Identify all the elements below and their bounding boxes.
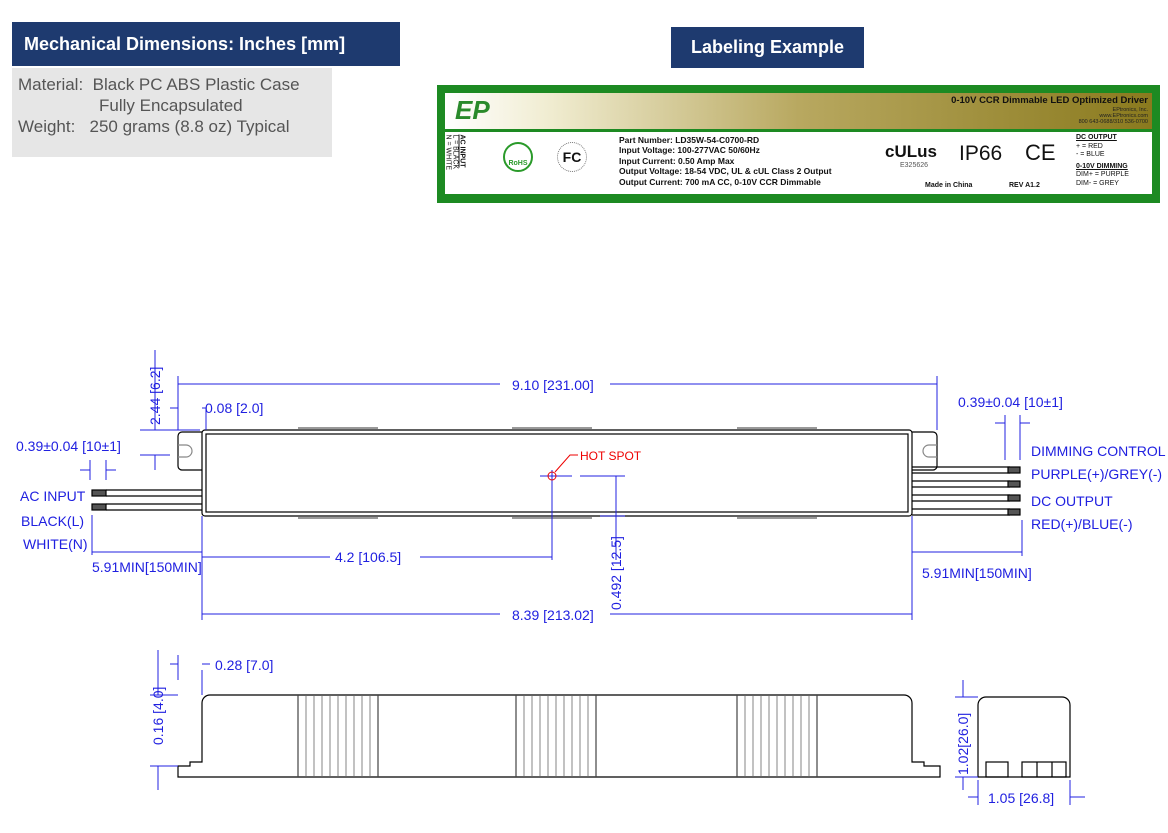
top-view	[91, 427, 1021, 519]
labeling-example-header: Labeling Example	[671, 27, 864, 68]
input-current: Input Current: 0.50 Amp Max	[619, 155, 735, 166]
dim-minus: DIM- = GREY	[1076, 179, 1119, 187]
dim-overall: 9.10 [231.00]	[512, 377, 594, 393]
side-view	[177, 694, 941, 778]
made-in: Made in China	[925, 182, 973, 189]
label-band: EP 0-10V CCR Dimmable LED Optimized Driv…	[445, 93, 1152, 129]
dim-wire-left: 5.91MIN[150MIN]	[92, 559, 202, 575]
dc-output-label: DC OUTPUT	[1076, 134, 1117, 141]
black-wire-label: BLACK(L)	[21, 513, 84, 529]
end-view	[977, 696, 1071, 778]
dimming-control-label: DIMMING CONTROL	[1031, 443, 1166, 459]
dc-minus: - = BLUE	[1076, 151, 1105, 158]
ip-rating: IP66	[959, 142, 1003, 165]
dc-colors-label: RED(+)/BLUE(-)	[1031, 516, 1133, 532]
output-current: Output Current: 700 mA CC, 0-10V CCR Dim…	[619, 176, 821, 187]
ac-input-label: AC INPUT	[20, 488, 86, 504]
website: www.EPtronics.com	[1099, 113, 1148, 119]
label-title: 0-10V CCR Dimmable LED Optimized Driver	[951, 95, 1148, 106]
ul-mark: cULus	[885, 142, 937, 161]
dim-side-tab: 0.28 [7.0]	[215, 657, 273, 673]
material-value-2: Fully Encapsulated	[99, 96, 243, 115]
weight-label: Weight:	[18, 117, 76, 136]
dim-wire-right: 5.91MIN[150MIN]	[922, 565, 1032, 581]
dimming-colors-label: PURPLE(+)/GREY(-)	[1031, 466, 1162, 482]
label-body: AC INPUT L = BLACK N = WHITE RoHS FC Par…	[445, 132, 1152, 194]
material-value: Black PC ABS Plastic Case	[92, 75, 300, 94]
dim-slot-w-right: 0.39±0.04 [10±1]	[958, 394, 1063, 410]
dim-end-h: 1.02[26.0]	[955, 713, 971, 775]
part-number: Part Number: LD35W-54-C0700-RD	[619, 135, 760, 145]
product-label: EP 0-10V CCR Dimmable LED Optimized Driv…	[437, 85, 1160, 203]
dim-slot-w-left: 0.39±0.04 [10±1]	[16, 438, 121, 454]
hot-spot-label: HOT SPOT	[580, 449, 642, 463]
dc-plus: + = RED	[1076, 142, 1103, 150]
dim-tab: 0.08 [2.0]	[205, 400, 263, 416]
output-voltage: Output Voltage: 18-54 VDC, UL & cUL Clas…	[619, 166, 832, 177]
dim-slot-h: 2.44 [6.2]	[147, 367, 163, 425]
material-label: Material:	[18, 75, 84, 94]
ce-mark: CE	[1025, 140, 1056, 165]
ep-logo: EP	[455, 95, 490, 125]
dim-body: 8.39 [213.02]	[512, 607, 594, 623]
dim-hot-x: 4.2 [106.5]	[335, 549, 401, 565]
fcc-icon: FC	[557, 142, 587, 172]
revision: REV A1.2	[1009, 182, 1040, 189]
ul-file: E325626	[900, 162, 929, 169]
dim-end-w: 1.05 [26.8]	[988, 790, 1054, 806]
dim-plus: DIM+ = PURPLE	[1076, 171, 1129, 178]
white-wire-label: WHITE(N)	[23, 536, 88, 552]
weight-value: 250 grams (8.8 oz) Typical	[89, 117, 290, 136]
company: EPtronics, Inc.	[1112, 107, 1148, 113]
dc-output-label: DC OUTPUT	[1031, 493, 1113, 509]
hot-spot-marker	[547, 454, 578, 481]
mechanical-dimensions-header: Mechanical Dimensions: Inches [mm]	[12, 22, 400, 66]
dim-hot-y: 0.492 [12.5]	[608, 536, 624, 610]
dimming-label: 0-10V DIMMING	[1076, 162, 1128, 170]
phone: 800 643-0688/310 536-0700	[1078, 119, 1148, 125]
rohs-icon: RoHS	[503, 142, 533, 172]
input-voltage: Input Voltage: 100-277VAC 50/60Hz	[619, 145, 760, 156]
dim-side-h: 0.16 [4.0]	[150, 687, 166, 745]
spec-box: Material: Black PC ABS Plastic Case Full…	[12, 68, 332, 157]
dimension-lines	[80, 350, 1085, 805]
